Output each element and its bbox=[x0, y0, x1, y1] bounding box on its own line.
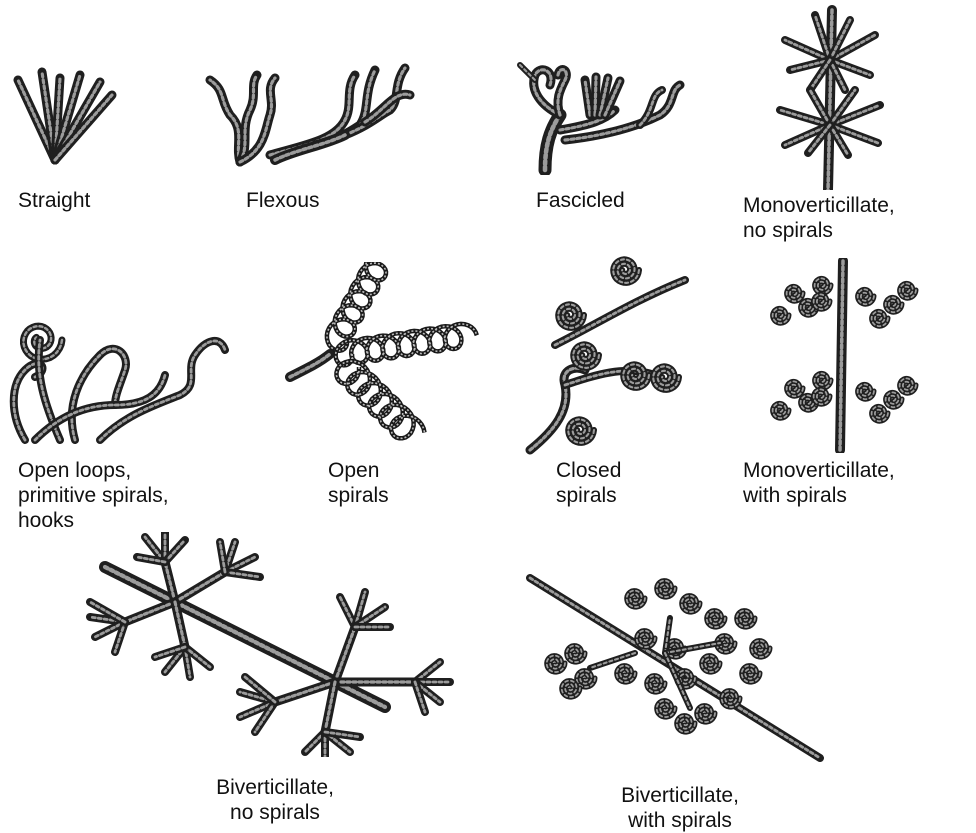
caption-straight: Straight bbox=[18, 188, 90, 213]
monoverticillate-no-spirals-illustration bbox=[770, 5, 920, 190]
caption-biverticillate-no-spirals: Biverticillate, no spirals bbox=[180, 775, 370, 825]
caption-monoverticillate-no-spirals: Monoverticillate, no spirals bbox=[743, 193, 895, 243]
caption-biverticillate-with-spirals: Biverticillate, with spirals bbox=[580, 783, 780, 833]
caption-monoverticillate-with-spirals: Monoverticillate, with spirals bbox=[743, 458, 895, 508]
caption-fascicled: Fascicled bbox=[536, 188, 625, 213]
fascicled-illustration bbox=[500, 45, 690, 175]
biverticillate-no-spirals-illustration bbox=[85, 532, 455, 757]
flexous-illustration bbox=[195, 50, 425, 170]
biverticillate-with-spirals-illustration bbox=[515, 558, 830, 763]
caption-open-spirals: Open spirals bbox=[328, 458, 389, 508]
caption-flexous: Flexous bbox=[246, 188, 320, 213]
caption-open-loops: Open loops, primitive spirals, hooks bbox=[18, 458, 169, 533]
caption-closed-spirals: Closed spirals bbox=[556, 458, 621, 508]
closed-spirals-illustration bbox=[525, 255, 695, 455]
straight-illustration bbox=[0, 60, 130, 170]
open-spirals-illustration bbox=[285, 262, 495, 447]
open-loops-illustration bbox=[5, 295, 235, 445]
monoverticillate-with-spirals-illustration bbox=[745, 258, 935, 453]
